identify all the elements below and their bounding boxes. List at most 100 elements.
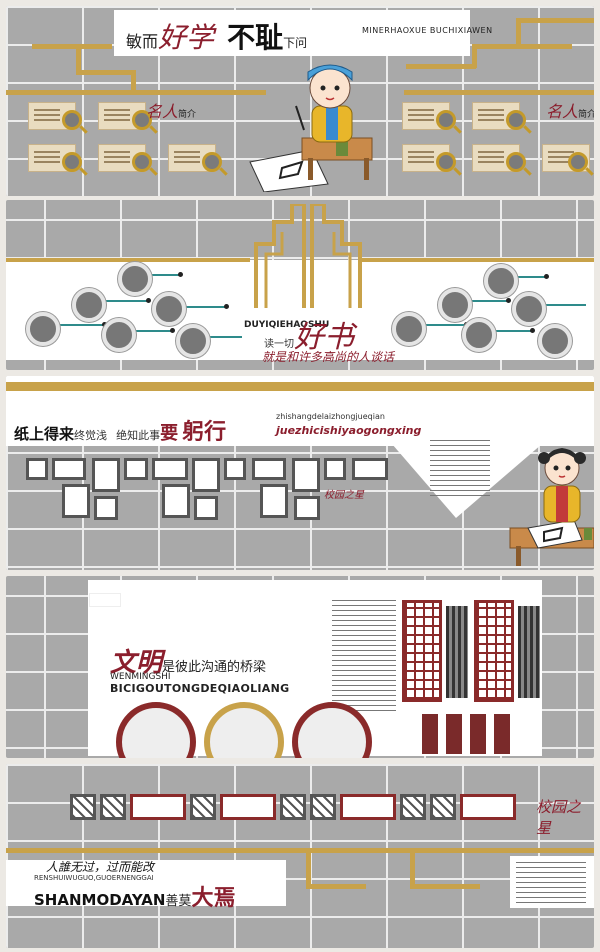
portrait-disc [392, 312, 426, 346]
photo-frame [62, 484, 90, 518]
portrait-disc [512, 292, 546, 326]
panel-2: DUYIQIEHAOSHU 读一切好书 就是和许多高尚的人谈话 [6, 200, 594, 370]
gold-bar [6, 848, 594, 853]
photo-frame [162, 484, 190, 518]
section-pinyin: DUYIQIEHAOSHU [244, 320, 330, 330]
portrait-disc [118, 262, 152, 296]
gold-bar [6, 258, 250, 262]
dark-panel [494, 714, 510, 754]
timeline-line [98, 300, 148, 302]
gold-ornament [472, 44, 477, 68]
title-part-b: 好书 [294, 320, 354, 355]
title-part-d: 下问 [283, 36, 308, 50]
timeline-dot [146, 298, 151, 303]
timeline-dot [530, 328, 535, 333]
photo-frame [224, 458, 246, 480]
gold-ornament [306, 884, 366, 889]
top-banner [114, 10, 470, 56]
lattice-window [430, 794, 456, 820]
timeline-line [202, 336, 242, 338]
pinyin-top: RENSHUIWUGUO,GUOERNENGGAI [34, 874, 154, 882]
timeline-line [142, 274, 182, 276]
intro-label-left: 名人简介 [146, 98, 196, 122]
panel-5: 校园之星 人誰无过，过而能改 RENSHUIWUGUO,GUOERNENGGAI… [6, 764, 594, 948]
dark-screen [518, 606, 540, 698]
timeline-dot [224, 304, 229, 309]
magnifier-icon [506, 110, 526, 130]
dark-panel [446, 714, 462, 754]
gold-skyline-ornament [254, 204, 362, 308]
gold-ornament [32, 44, 112, 49]
red-frame [130, 794, 186, 820]
lattice-window [400, 794, 426, 820]
photo-frame [152, 458, 188, 480]
lattice-window [190, 794, 216, 820]
white-band [6, 860, 286, 906]
text-block [516, 862, 586, 904]
magnifier-icon [62, 110, 82, 130]
timeline-line [416, 324, 466, 326]
gold-bar-left [6, 90, 266, 95]
red-frame [460, 794, 516, 820]
text-block [430, 440, 490, 498]
timeline-line [460, 300, 510, 302]
campus-star-logo: 校园之星 [324, 490, 364, 501]
title-cn-a: 善莫 [165, 894, 192, 909]
portrait-disc [102, 318, 136, 352]
panel-4: 文明是彼此沟通的桥梁 WENMINGSHI BICIGOUTONGDEQIAOL… [6, 576, 594, 758]
lattice-window [402, 600, 442, 702]
gold-ornament [516, 18, 594, 23]
pinyin-top: zhishangdelaizhongjueqian [276, 412, 385, 421]
portrait-disc [176, 324, 210, 358]
magnifier-icon [132, 152, 152, 172]
lattice-window [70, 794, 96, 820]
photo-frame [324, 458, 346, 480]
gold-bar-right [404, 90, 594, 95]
title-part-d: 要 [160, 423, 179, 444]
lattice-window [280, 794, 306, 820]
brick-wall [6, 764, 594, 948]
portrait-disc [438, 288, 472, 322]
red-frame [340, 794, 396, 820]
timeline-line [536, 304, 586, 306]
timeline-dot [506, 298, 511, 303]
title-part-c: 不耻 [227, 21, 284, 54]
magnifier-icon [568, 152, 588, 172]
lattice-window [474, 600, 514, 702]
magnifier-icon [436, 110, 456, 130]
timeline-line [176, 306, 226, 308]
text-block [332, 600, 396, 714]
title-part-b: 好学 [158, 21, 215, 54]
grey-block [90, 594, 120, 606]
gold-ornament [410, 848, 415, 888]
white-tab [88, 608, 308, 632]
title-part-b: 是彼此沟通的桥梁 [162, 660, 267, 675]
pinyin-top: WENMINGSHI [110, 672, 171, 682]
pinyin-main: BICIGOUTONGDEQIAOLIANG [110, 682, 290, 695]
pinyin-main: juezhicishiyaogongxing [276, 424, 422, 437]
timeline-dot [170, 328, 175, 333]
section-subtitle: 就是和许多高尚的人谈话 [262, 350, 395, 364]
title-part-b: 终觉浅 [74, 429, 108, 442]
intro-label-right: 名人简介 [546, 98, 594, 122]
gold-bar [6, 382, 594, 391]
photo-frame [260, 484, 288, 518]
intro-label-b: 简介 [578, 110, 594, 120]
campus-star-logo: 校园之星 [536, 798, 582, 837]
lattice-window [100, 794, 126, 820]
magnifier-icon [202, 152, 222, 172]
timeline-line [506, 276, 546, 278]
magnifier-icon [436, 152, 456, 172]
round-window-frame [292, 702, 372, 758]
magnifier-icon [62, 152, 82, 172]
timeline-dot [178, 272, 183, 277]
dark-screen [446, 606, 468, 698]
gold-ornament [76, 70, 136, 75]
photo-frame [352, 458, 388, 480]
gold-ornament [406, 64, 476, 69]
intro-label-a: 名人 [546, 102, 579, 121]
portrait-disc [538, 324, 572, 358]
photo-frame [294, 496, 320, 520]
gold-ornament [516, 18, 521, 48]
dark-panel [470, 714, 486, 754]
